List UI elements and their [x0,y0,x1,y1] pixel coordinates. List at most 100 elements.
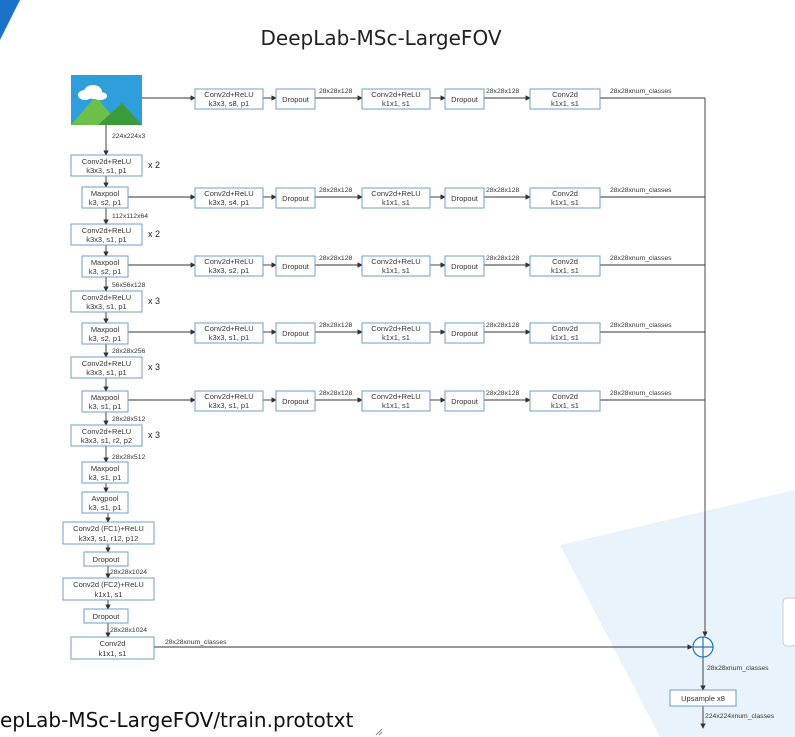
svg-text:Conv2d: Conv2d [552,324,578,333]
svg-text:Conv2d: Conv2d [552,257,578,266]
svg-text:Conv2d+ReLU: Conv2d+ReLU [371,257,420,266]
branch-3-edge-label-b: 28x28x128 [486,255,519,262]
svg-text:k3, s1, p1: k3, s1, p1 [89,402,122,411]
svg-text:Dropout: Dropout [282,95,310,104]
svg-text:Conv2d: Conv2d [552,392,578,401]
backbone-dropout-2: Dropout [83,608,129,624]
branch-4-dropout-2: Dropout [444,322,485,344]
edge-label-fc1: 28x28x1024 [110,569,147,576]
edge-label-conv5: 28x28x512 [112,454,145,461]
branch-2-dropout-1: Dropout [275,187,316,209]
sum-node [692,636,714,658]
svg-text:Dropout: Dropout [282,329,310,338]
svg-text:Conv2d+ReLU: Conv2d+ReLU [82,157,131,166]
main-out-label: 28x28xnum_classes [165,639,227,646]
branch-3-dropout-2: Dropout [444,255,485,277]
svg-text:k3x3, s1, r12, p12: k3x3, s1, r12, p12 [79,534,139,543]
svg-text:k1x1, s1: k1x1, s1 [382,198,410,207]
svg-text:k1x1, s1: k1x1, s1 [382,333,410,342]
multiplier-1: x 2 [148,160,160,170]
edge-label-pool3: 28x28x256 [112,348,145,355]
branch-1-dropout-1: Dropout [275,88,316,110]
resize-grip-icon [375,728,383,736]
diagram-title: DeepLab-MSc-LargeFOV [260,26,501,50]
edge-label-input: 224x224x3 [112,133,145,140]
branch-5-dropout-1: Dropout [275,390,316,412]
svg-text:Conv2d+ReLU: Conv2d+ReLU [371,392,420,401]
branch-1-edge-label-a: 28x28x128 [319,88,352,95]
svg-text:k3x3, s1, r2, p2: k3x3, s1, r2, p2 [81,436,132,445]
final-out-label: 224x224xnum_classes [705,713,775,720]
prototxt-caption: epLab-MSc-LargeFOV/train.prototxt [0,708,353,732]
multiplier-3: x 3 [148,296,160,306]
branch-4-edge-label-b: 28x28x128 [486,322,519,329]
branch-3-out-label: 28x28xnum_classes [610,255,672,262]
svg-text:Dropout: Dropout [93,555,121,564]
edge-label-pool1: 112x112x64 [112,213,148,220]
svg-text:k3x3, s1, p1: k3x3, s1, p1 [86,166,126,175]
svg-text:Conv2d+ReLU: Conv2d+ReLU [82,359,131,368]
branch-1-edge-label-b: 28x28x128 [486,88,519,95]
svg-text:k3x3, s4, p1: k3x3, s4, p1 [209,198,249,207]
background-accent [560,490,795,737]
svg-text:k3, s2, p1: k3, s2, p1 [89,334,122,343]
svg-text:Conv2d+ReLU: Conv2d+ReLU [204,90,253,99]
edge-label-pool4: 28x28x512 [112,416,145,423]
branch-4-dropout-1: Dropout [275,322,316,344]
edge-label-fc2: 28x28x1024 [110,627,147,634]
svg-text:Conv2d+ReLU: Conv2d+ReLU [204,324,253,333]
svg-text:Dropout: Dropout [451,194,479,203]
svg-text:k1x1, s1: k1x1, s1 [382,401,410,410]
svg-text:Dropout: Dropout [451,397,479,406]
side-panel-tab [782,597,795,647]
svg-text:Conv2d+ReLU: Conv2d+ReLU [82,226,131,235]
svg-text:Dropout: Dropout [451,262,479,271]
multiplier-4: x 3 [148,362,160,372]
svg-text:Conv2d+ReLU: Conv2d+ReLU [371,324,420,333]
branch-3-dropout-1: Dropout [275,255,316,277]
svg-text:k3, s2, p1: k3, s2, p1 [89,267,122,276]
svg-text:Dropout: Dropout [282,262,310,271]
branch-5-edge-label-b: 28x28x128 [486,390,519,397]
input-image-icon [71,75,142,125]
svg-text:Upsample x8: Upsample x8 [681,694,725,703]
svg-text:Dropout: Dropout [451,329,479,338]
svg-text:k1x1, s1: k1x1, s1 [551,266,579,275]
multiplier-2: x 2 [148,229,160,239]
svg-text:Dropout: Dropout [282,194,310,203]
svg-text:k3, s1, p1: k3, s1, p1 [89,473,122,482]
svg-text:Maxpool: Maxpool [91,393,120,402]
svg-text:Conv2d+ReLU: Conv2d+ReLU [82,293,131,302]
branch-2-edge-label-a: 28x28x128 [319,187,352,194]
branch-3-edge-label-a: 28x28x128 [319,255,352,262]
svg-text:k1x1, s1: k1x1, s1 [551,99,579,108]
svg-text:Conv2d+ReLU: Conv2d+ReLU [204,392,253,401]
svg-text:k3x3, s1, p1: k3x3, s1, p1 [86,368,126,377]
svg-text:Maxpool: Maxpool [91,325,120,334]
svg-text:Conv2d+ReLU: Conv2d+ReLU [204,189,253,198]
svg-text:k1x1, s1: k1x1, s1 [382,266,410,275]
branch-5-edge-label-a: 28x28x128 [319,390,352,397]
svg-text:Conv2d (FC2)+ReLU: Conv2d (FC2)+ReLU [73,580,144,589]
